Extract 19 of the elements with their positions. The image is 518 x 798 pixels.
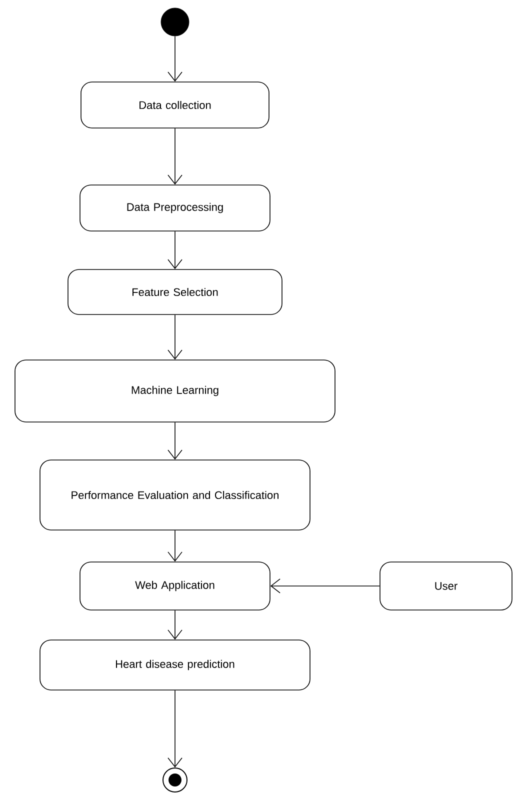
activity-box: Data collection	[80, 82, 270, 128]
activity-box: Data Preprocessing	[80, 184, 270, 232]
activity-box: Heart disease prediction	[40, 640, 310, 690]
arrow	[168, 314, 182, 360]
arrow	[168, 231, 182, 270]
activity-box: Web Application	[80, 562, 270, 610]
arrow	[270, 578, 380, 594]
activity-box: User	[380, 562, 512, 610]
arrow	[168, 36, 182, 82]
end-circle	[162, 768, 188, 792]
activity-box: Performance Evaluation and Classification	[40, 460, 310, 530]
arrow	[168, 128, 182, 185]
arrow	[168, 530, 182, 562]
arrow	[168, 690, 182, 768]
arrow	[168, 422, 182, 460]
arrow	[168, 610, 182, 640]
start-circle	[160, 8, 190, 36]
activity-box: Machine Learning	[14, 360, 336, 422]
activity-box: Feature Selection	[68, 269, 282, 315]
